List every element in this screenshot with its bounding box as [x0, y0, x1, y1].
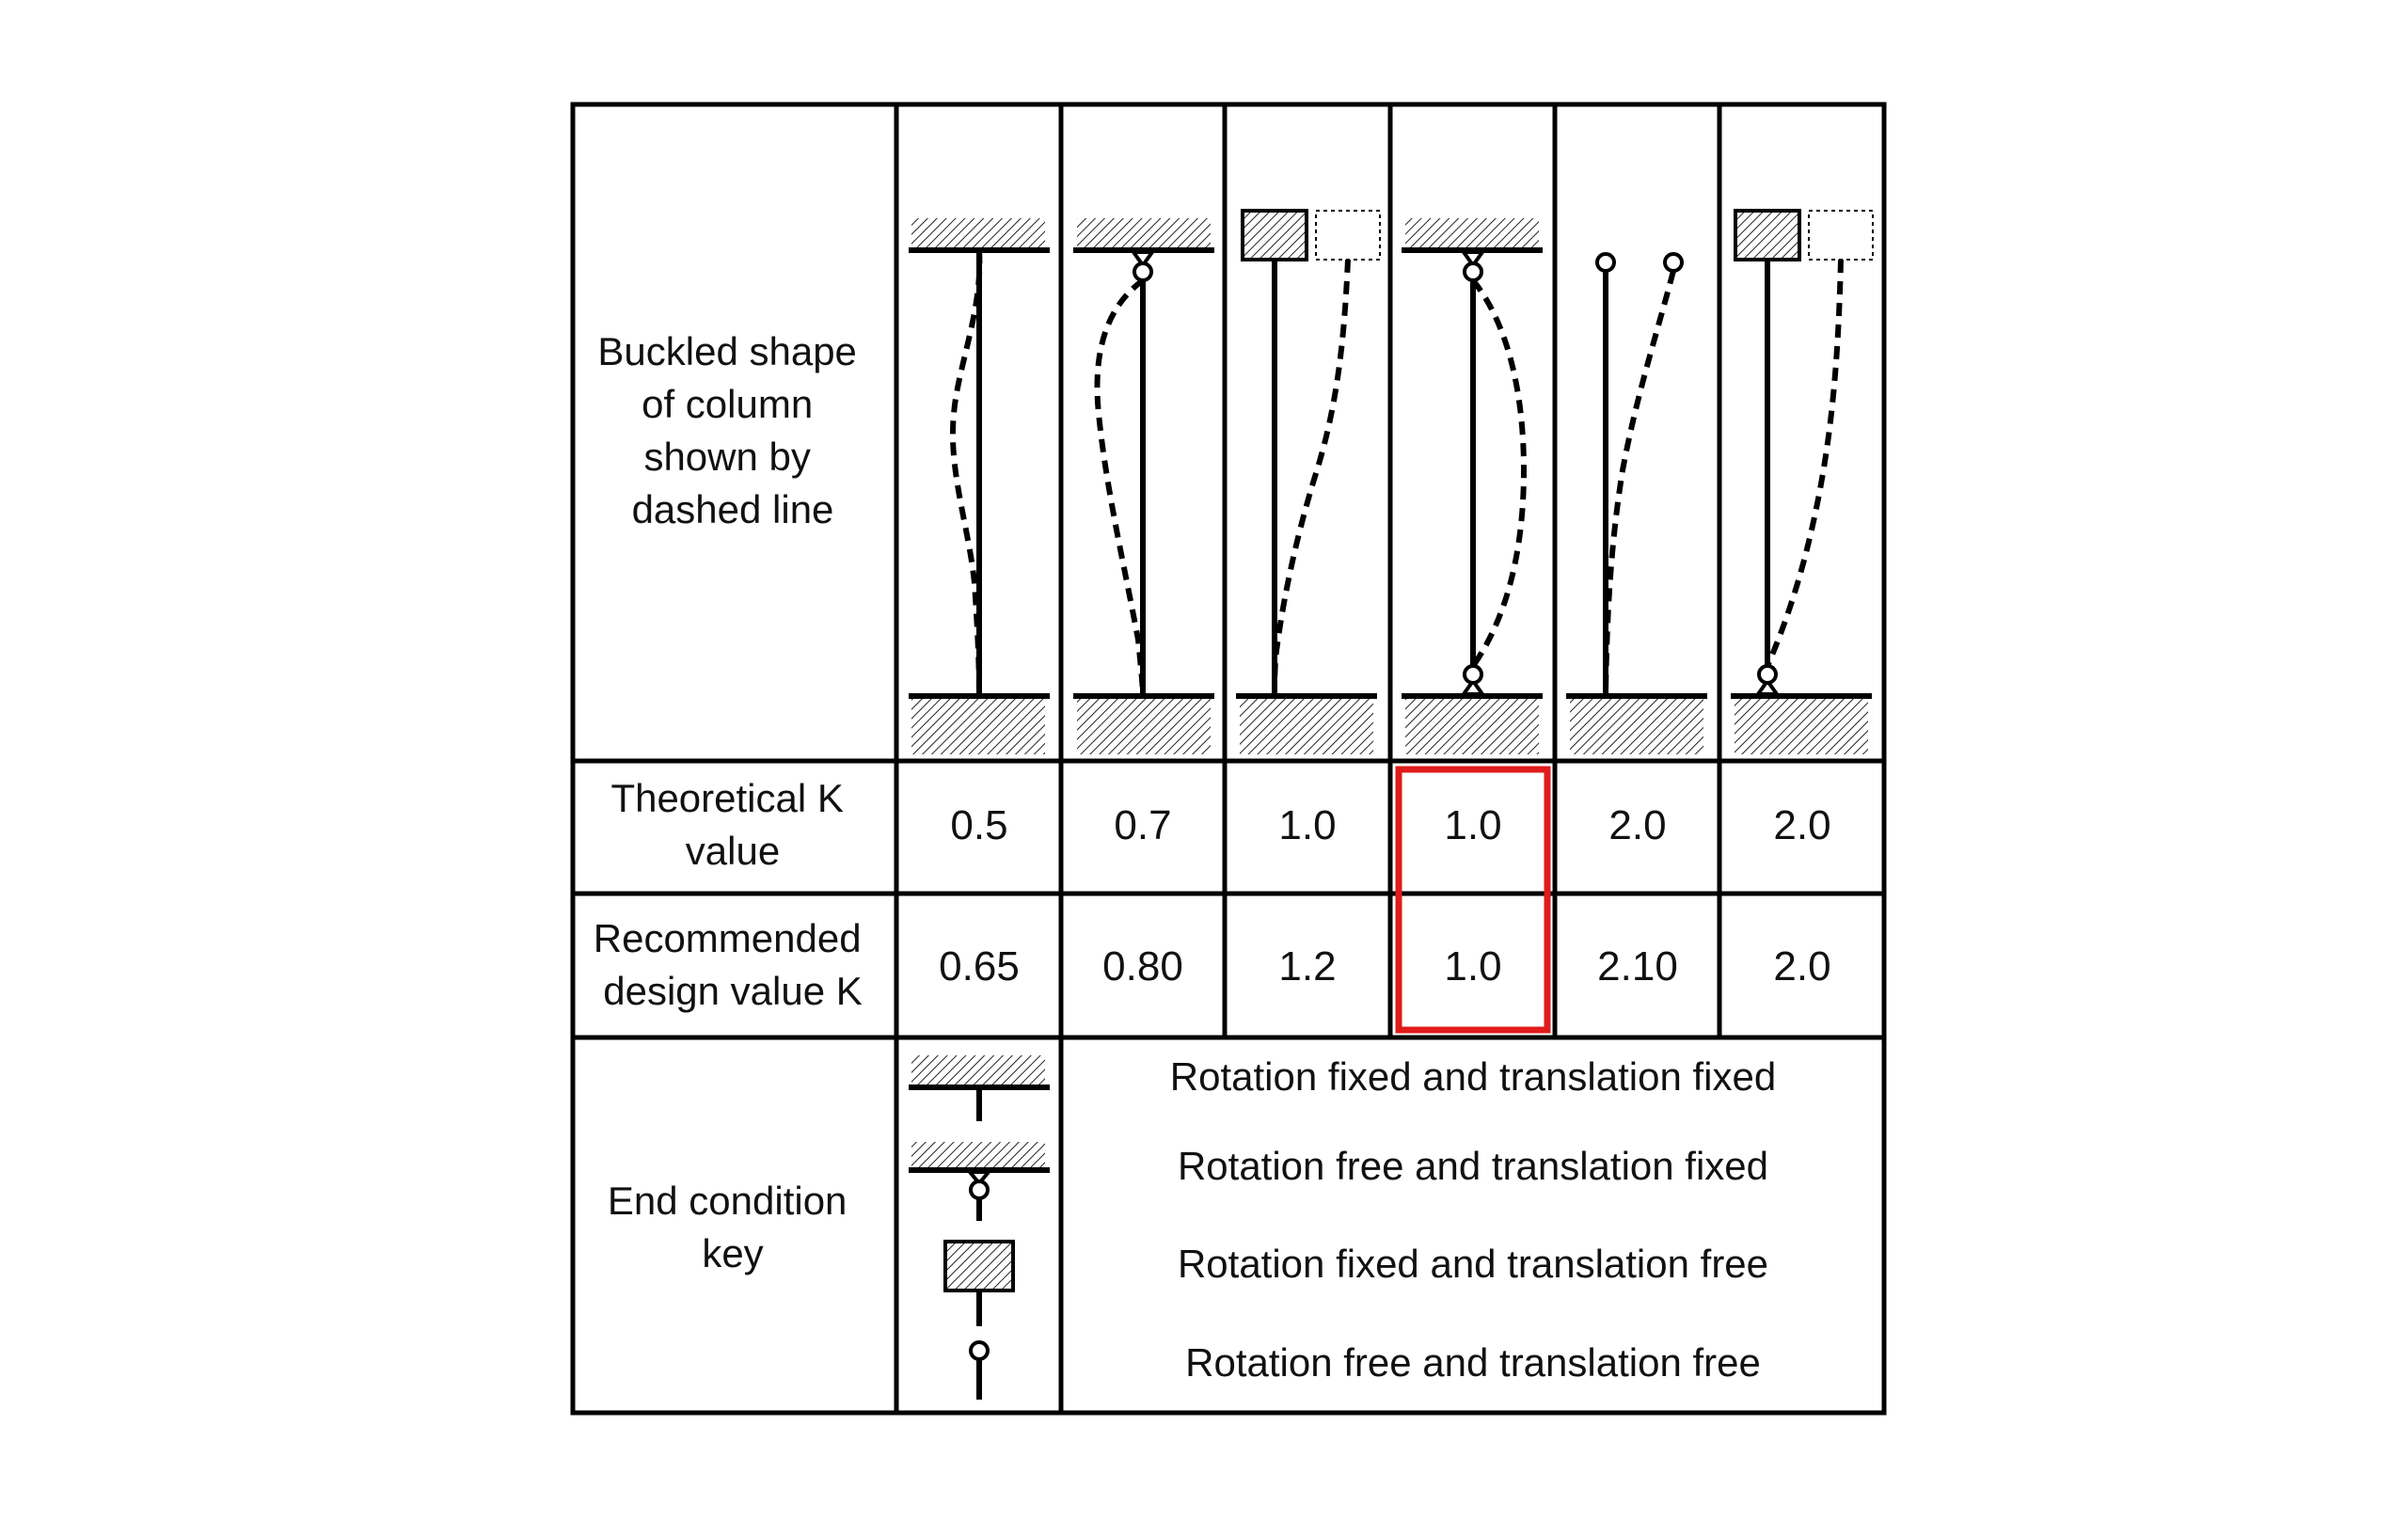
free-end-icon: [1595, 252, 1616, 273]
fixed-support-icon: [911, 1055, 1045, 1085]
guided-block-icon: [1241, 209, 1308, 261]
guided-block-icon: [1734, 209, 1801, 261]
recommended-k-value: 0.80: [1102, 943, 1183, 990]
recommended-k-value: 0.65: [939, 943, 1020, 990]
pinned-support-icon: [1754, 677, 1781, 696]
key-description: Rotation free and translation fixed: [1178, 1144, 1768, 1188]
column-case-6: [1731, 209, 1874, 754]
fixed-support-icon: [1570, 698, 1703, 754]
pinned-support-icon: [965, 1170, 993, 1187]
theoretical-k-value: 1.0: [1278, 802, 1336, 848]
fixed-support-icon: [1405, 218, 1539, 248]
pin-icon: [1133, 261, 1153, 282]
pinned-support-icon: [1460, 250, 1486, 269]
key-description: Rotation fixed and translation free: [1178, 1242, 1768, 1286]
column-case-1: [909, 218, 1050, 754]
buckled-shape-curve: [1470, 278, 1528, 668]
end-condition-key-symbols: [909, 1055, 1050, 1400]
pin-icon: [1463, 664, 1483, 685]
free-end-icon: [969, 1340, 990, 1361]
displaced-block-outline: [1808, 210, 1874, 261]
buckled-shape-curve: [950, 249, 983, 697]
column-case-4: [1402, 218, 1543, 754]
end-condition-key-label: End condition key: [608, 1179, 858, 1275]
buckled-shape-curve: [1765, 259, 1844, 668]
fixed-support-icon: [911, 218, 1045, 248]
buckled-shape-curve: [1094, 277, 1146, 697]
key-description: Rotation fixed and translation fixed: [1170, 1054, 1776, 1099]
displaced-block-outline: [1315, 210, 1381, 261]
recommended-k-value: 2.10: [1597, 943, 1678, 990]
theoretical-k-value: 2.0: [1608, 802, 1666, 848]
fixed-support-icon: [1735, 698, 1868, 754]
column-case-5: [1566, 252, 1707, 754]
theoretical-k-value: 2.0: [1773, 802, 1830, 848]
fixed-support-icon: [1240, 698, 1373, 754]
theoretical-k-value: 1.0: [1444, 802, 1501, 848]
fixed-support-icon: [911, 1142, 1045, 1168]
end-condition-key-texts: Rotation fixed and translation fixed Rot…: [1170, 1054, 1776, 1385]
fixed-support-icon: [1405, 698, 1539, 754]
recommended-k-value: 1.0: [1444, 943, 1501, 990]
fixed-support-icon: [1077, 218, 1211, 248]
free-end-icon: [1663, 252, 1684, 273]
highlight-box: [1395, 766, 1551, 1034]
theoretical-k-value: 0.7: [1114, 802, 1171, 848]
guided-block-icon: [943, 1240, 1015, 1292]
column-case-3: [1236, 209, 1381, 754]
buckled-shape-curve: [1272, 259, 1351, 697]
buckled-shape-label: Buckled shape of column shown by dashed …: [597, 329, 867, 531]
fixed-support-icon: [1077, 698, 1211, 754]
key-description: Rotation free and translation free: [1185, 1340, 1761, 1385]
recommended-k-values: 0.65 0.80 1.2 1.0 2.10 2.0: [939, 943, 1830, 990]
pin-icon: [969, 1180, 990, 1200]
recommended-k-value: 1.2: [1278, 943, 1336, 990]
table-grid: [570, 102, 1887, 1416]
fixed-support-icon: [911, 698, 1045, 754]
column-case-2: [1073, 218, 1214, 754]
pinned-support-icon: [1130, 250, 1156, 269]
theoretical-k-values: 0.5 0.7 1.0 1.0 2.0 2.0: [950, 802, 1830, 848]
buckled-shape-curve: [1603, 270, 1676, 697]
theoretical-k-label: Theoretical K value: [610, 776, 854, 873]
recommended-k-label: Recommended design value K: [594, 916, 872, 1013]
pinned-support-icon: [1460, 677, 1486, 696]
pin-icon: [1757, 664, 1778, 685]
pin-icon: [1463, 261, 1483, 282]
recommended-k-value: 2.0: [1773, 943, 1830, 990]
theoretical-k-value: 0.5: [950, 802, 1007, 848]
